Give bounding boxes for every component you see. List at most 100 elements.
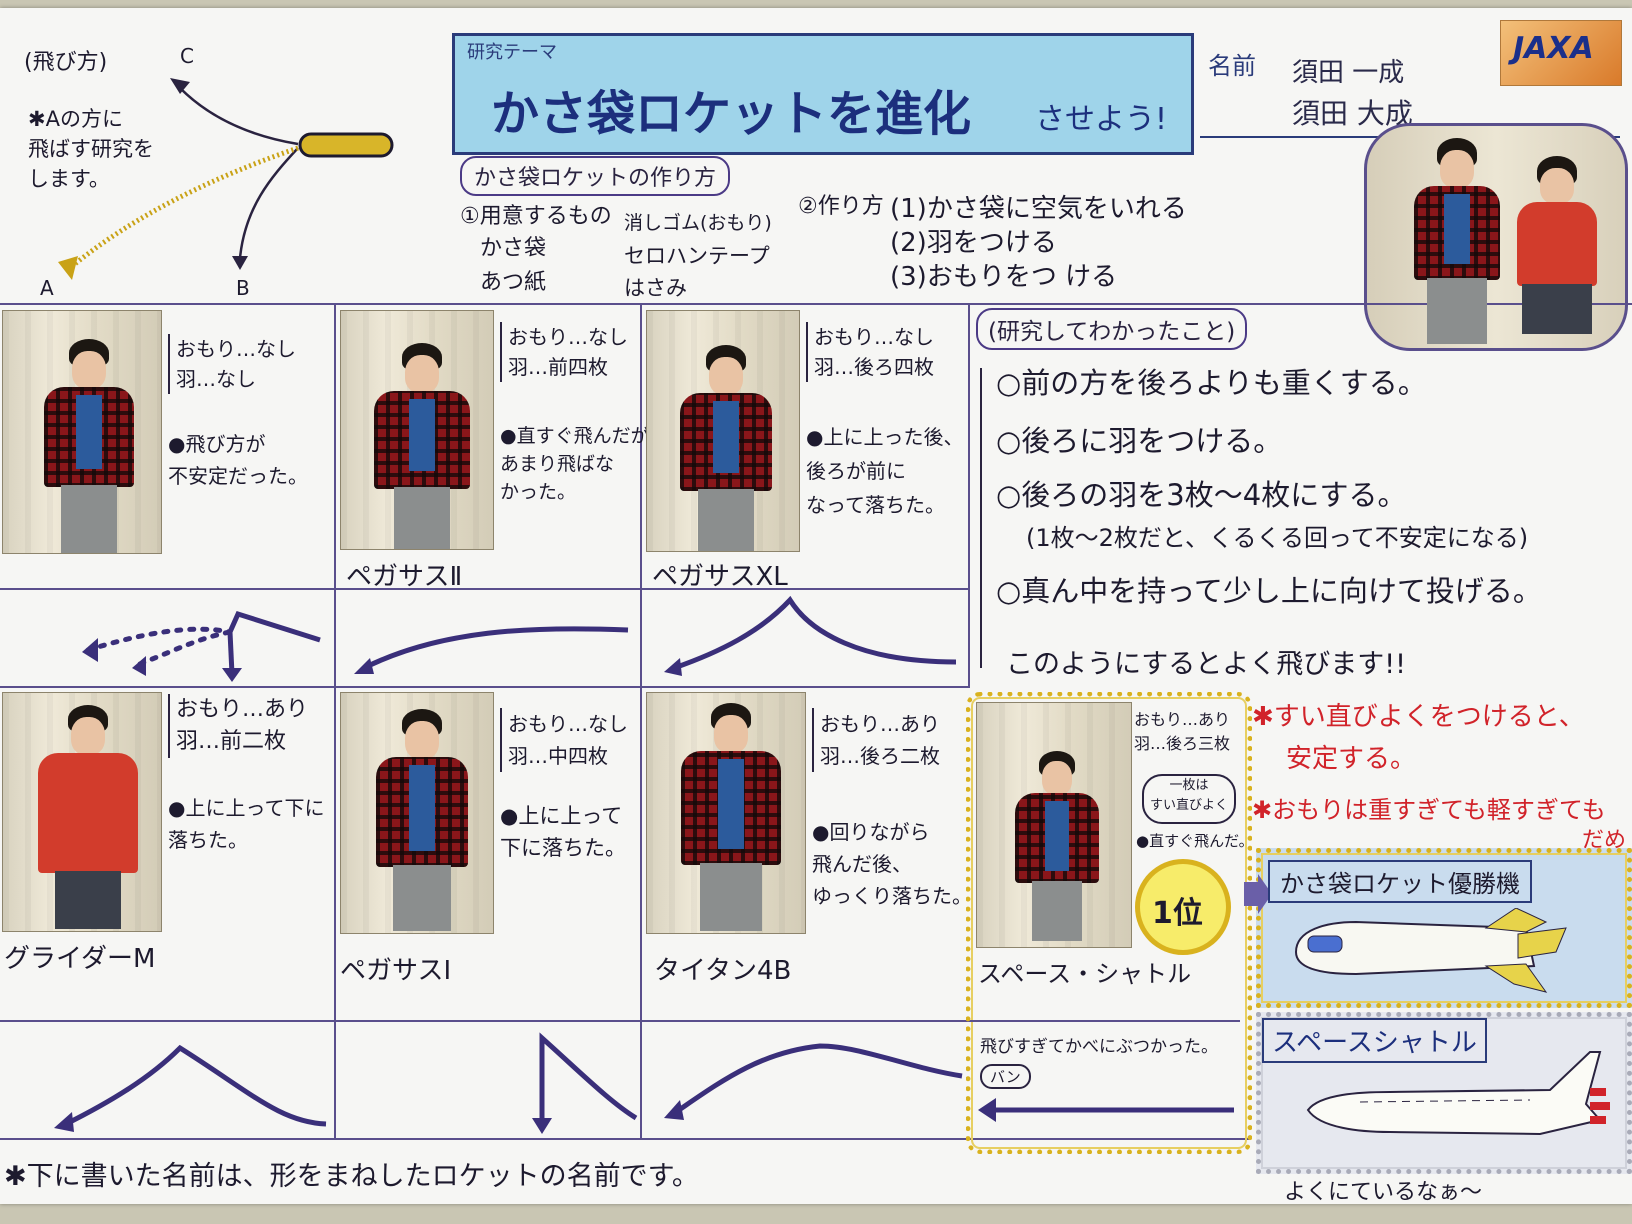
flight-note-line: します。	[28, 167, 110, 191]
bang-text: バン	[980, 1064, 1031, 1089]
author-name-2: 須田 大成	[1292, 97, 1413, 130]
material-item: かさ袋	[480, 236, 547, 261]
rocket-name: ペガサスⅡ	[346, 562, 463, 592]
divider	[968, 303, 970, 688]
trajectory-chart-6	[978, 1098, 1234, 1122]
rocket-photo	[2, 310, 162, 554]
finding-item: ○後ろの羽を3枚〜4枚にする。	[996, 478, 1407, 512]
rocket-spec-line: おもり…なし	[814, 325, 934, 349]
rocket-photo	[646, 692, 806, 934]
step-item: (3)おもりをつ ける	[890, 262, 1118, 292]
group-photo	[1364, 123, 1628, 351]
divider	[0, 1020, 970, 1022]
shuttle-caption: よくにているなぁ〜	[1284, 1180, 1483, 1204]
jaxa-logo: JAXA	[1500, 20, 1622, 86]
rocket-spec-line: 羽…中四枚	[508, 744, 608, 768]
material-item: セロハンテープ	[624, 244, 770, 268]
rocket-spec-line: 羽…後ろ四枚	[814, 355, 934, 379]
rocket-result-line: ●上に上って下に	[168, 796, 325, 820]
rocket-result-line: ●上に上って	[500, 804, 623, 828]
kid-figure	[367, 709, 477, 933]
trajectory-chart-3	[54, 1044, 327, 1132]
flight-diagram	[58, 78, 394, 280]
trajectory-chart-0	[82, 610, 321, 682]
rocket-name: ペガサスXL	[652, 562, 788, 592]
divider	[0, 303, 1632, 305]
trajectory-chart-2	[664, 595, 957, 676]
kid-figure	[1407, 138, 1507, 348]
tip-line: 安定する。	[1286, 744, 1417, 774]
rocket-specs: おもり…あり 羽…後ろ二枚	[812, 708, 940, 772]
rocket-result: ●直すぐ飛んだ。	[1136, 832, 1254, 850]
rocket-result-line: 後ろが前に	[806, 459, 906, 483]
footnote: ✱下に書いた名前は、形をまねしたロケットの名前です。	[4, 1161, 699, 1192]
rocket-result-line: 不安定だった。	[168, 464, 308, 488]
flight-note-line: ✱Aの方に	[28, 107, 123, 131]
title-suffix: させよう!	[1035, 102, 1168, 137]
rocket-result: ●上に上った後、 後ろが前に なって落ちた。	[806, 420, 963, 522]
rocket-specs: おもり…なし 羽…中四枚	[500, 708, 628, 772]
material-item: 消しゴム(おもり)	[624, 212, 772, 234]
science-poster: (飛び方) ✱Aの方に 飛ばす研究を します。 A B C 研究テーマ かさ袋ロ…	[0, 8, 1632, 1204]
steps-title: ②作り方	[798, 194, 884, 219]
rocket-spec-line: おもり…あり	[176, 697, 309, 722]
rocket-specs: おもり…あり 羽…後ろ三枚	[1134, 708, 1230, 756]
kid-figure	[33, 705, 143, 931]
note-bubble-line: 一枚は	[1169, 778, 1209, 793]
author-name-1: 須田 一成	[1292, 58, 1405, 88]
findings-title: (研究してわかったこと)	[976, 308, 1248, 350]
rocket-result-line: 飛んだ後、	[812, 852, 912, 876]
rocket-photo	[340, 310, 494, 550]
rocket-spec-line: おもり…なし	[508, 712, 628, 736]
rocket-name: タイタン4B	[654, 956, 792, 986]
rank-text: 1位	[1152, 896, 1203, 931]
rocket-result-line: かった。	[500, 481, 577, 503]
page-title: かさ袋ロケットを進化	[491, 86, 972, 142]
finding-note: (1枚〜2枚だと、くるくる回って不安定になる)	[1026, 524, 1529, 552]
material-item: あつ紙	[480, 270, 547, 295]
point-c-label: C	[180, 44, 194, 68]
divider	[0, 1138, 1250, 1140]
flight-label: (飛び方)	[24, 50, 108, 75]
trajectory-chart-5	[664, 1043, 963, 1120]
rocket-result-line: あまり飛ばな	[500, 453, 615, 475]
finding-item: ○真ん中を持って少し上に向けて投げる。	[996, 574, 1542, 608]
finding-item: ○前の方を後ろよりも重くする。	[996, 366, 1427, 400]
rocket-spec-line: おもり…なし	[508, 325, 628, 349]
tip-line: ✱すい直びよくをつけると、	[1252, 702, 1585, 732]
rocket-name: グライダーM	[4, 944, 156, 974]
finding-item: ○後ろに羽をつける。	[996, 424, 1283, 458]
rocket-spec-line: 羽…なし	[176, 367, 256, 391]
rocket-result-line: なって落ちた。	[806, 493, 945, 517]
rocket-specs: おもり…なし 羽…後ろ四枚	[806, 322, 934, 382]
rocket-photo	[340, 692, 494, 934]
rocket-spec-line: おもり…なし	[176, 337, 296, 361]
winner-frame	[966, 692, 1252, 1154]
rocket-result-line: ゆっくり落ちた。	[812, 884, 972, 908]
winner-title: かさ袋ロケット優勝機	[1268, 860, 1532, 903]
rocket-spec-line: おもり…あり	[820, 712, 940, 736]
name-label: 名前	[1208, 52, 1256, 80]
flight-note-line: 飛ばす研究を	[28, 137, 154, 161]
rocket-result: ●回りながら 飛んだ後、 ゆっくり落ちた。	[812, 816, 972, 912]
divider	[640, 303, 642, 1138]
rank-badge: 1位	[1140, 864, 1226, 950]
rocket-spec-line: 羽…前二枚	[176, 729, 287, 754]
step-item: (1)かさ袋に空気をいれる	[890, 194, 1187, 224]
divider	[0, 686, 970, 688]
rocket-photo	[976, 702, 1132, 948]
material-item: はさみ	[624, 276, 687, 300]
trajectory-chart-1	[354, 626, 629, 674]
howto-title: かさ袋ロケットの作り方	[460, 156, 731, 196]
rocket-result-line: 下に落ちた。	[500, 836, 626, 860]
step-item: (2)羽をつける	[890, 228, 1057, 258]
rocket-result: ●直すぐ飛んだが あまり飛ばな かった。	[500, 422, 650, 506]
findings-conclusion: このようにするとよく飛びます!!	[1006, 649, 1406, 680]
rocket-specs: おもり…なし 羽…前四枚	[500, 322, 628, 382]
note-bubble: 一枚は すい直びよく	[1142, 774, 1236, 824]
rocket-result: ●飛び方が 不安定だった。	[168, 428, 308, 492]
rocket-result-line: ●直すぐ飛んだが	[500, 425, 650, 447]
theme-label: 研究テーマ	[467, 42, 557, 63]
point-b-label: B	[236, 276, 250, 300]
divider	[0, 588, 970, 590]
